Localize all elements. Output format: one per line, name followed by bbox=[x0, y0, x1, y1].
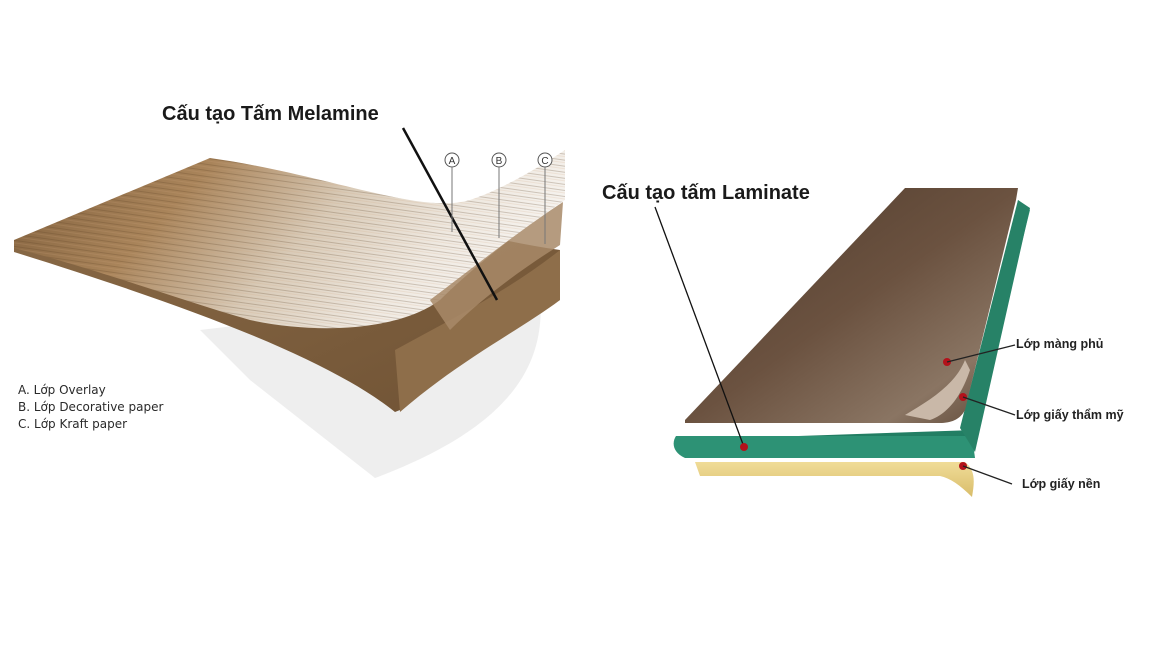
melamine-board-illustration bbox=[14, 150, 565, 478]
melamine-title: Cấu tạo Tấm Melamine bbox=[162, 103, 379, 125]
core-dot-marker bbox=[740, 443, 748, 451]
label-lop-mang-phu: Lớp màng phủ bbox=[1016, 337, 1104, 351]
marker-c: C bbox=[537, 152, 553, 244]
melamine-legend: A. Lớp Overlay B. Lớp Decorative paper C… bbox=[18, 382, 163, 433]
legend-item-decorative-paper: B. Lớp Decorative paper bbox=[18, 400, 164, 414]
svg-text:B: B bbox=[496, 156, 503, 167]
marker-b: B bbox=[491, 152, 507, 238]
laminate-board-illustration bbox=[673, 188, 1030, 497]
legend-item-overlay: A. Lớp Overlay bbox=[18, 383, 106, 397]
melamine-pointer-line bbox=[401, 127, 499, 301]
label-lop-giay-tham-my: Lớp giấy thẩm mỹ bbox=[1016, 408, 1124, 422]
svg-text:A: A bbox=[449, 156, 456, 167]
svg-text:C: C bbox=[541, 156, 548, 167]
label-lop-giay-nen: Lớp giấy nền bbox=[1022, 477, 1101, 491]
marker-a: A bbox=[444, 152, 460, 232]
laminate-title: Cấu tạo tấm Laminate bbox=[602, 182, 810, 204]
laminate-pointer-line bbox=[654, 206, 745, 448]
legend-item-kraft-paper: C. Lớp Kraft paper bbox=[18, 417, 128, 431]
